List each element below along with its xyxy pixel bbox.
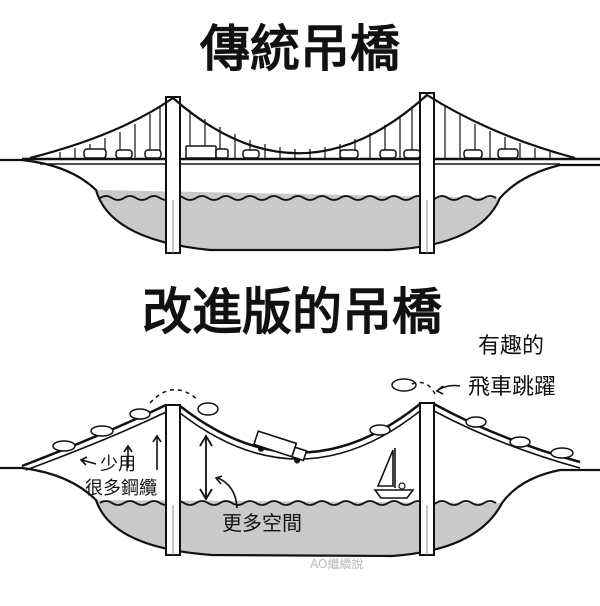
bottom-vehicles bbox=[52, 378, 574, 459]
jump-arc-right bbox=[411, 381, 437, 397]
sailboat bbox=[373, 448, 415, 499]
label-cables-line1: 少用 bbox=[100, 454, 136, 475]
space-arrow bbox=[217, 477, 238, 509]
label-cables-line2: 很多鋼纜 bbox=[85, 478, 157, 499]
bottom-title: 改進版的吊橋 bbox=[142, 283, 442, 341]
top-riverbank bbox=[0, 158, 600, 252]
label-fun-line2: 飛車跳躍 bbox=[468, 375, 556, 400]
bottom-riverbank bbox=[0, 466, 600, 558]
clearance-arrow bbox=[199, 434, 213, 501]
improved-bridge bbox=[0, 378, 600, 558]
top-main-cable bbox=[29, 93, 576, 160]
traditional-bridge bbox=[0, 92, 600, 254]
cable-arrows bbox=[79, 434, 162, 470]
top-vehicles bbox=[83, 145, 519, 159]
label-more-space: 更多空間 bbox=[222, 511, 302, 535]
watermark: AO繼續說 bbox=[310, 556, 363, 571]
jumping-truck bbox=[252, 430, 308, 464]
label-fun-line1: 有趣的 bbox=[478, 334, 544, 359]
jump-arc-left bbox=[149, 389, 199, 404]
top-title: 傳統吊橋 bbox=[199, 20, 400, 78]
